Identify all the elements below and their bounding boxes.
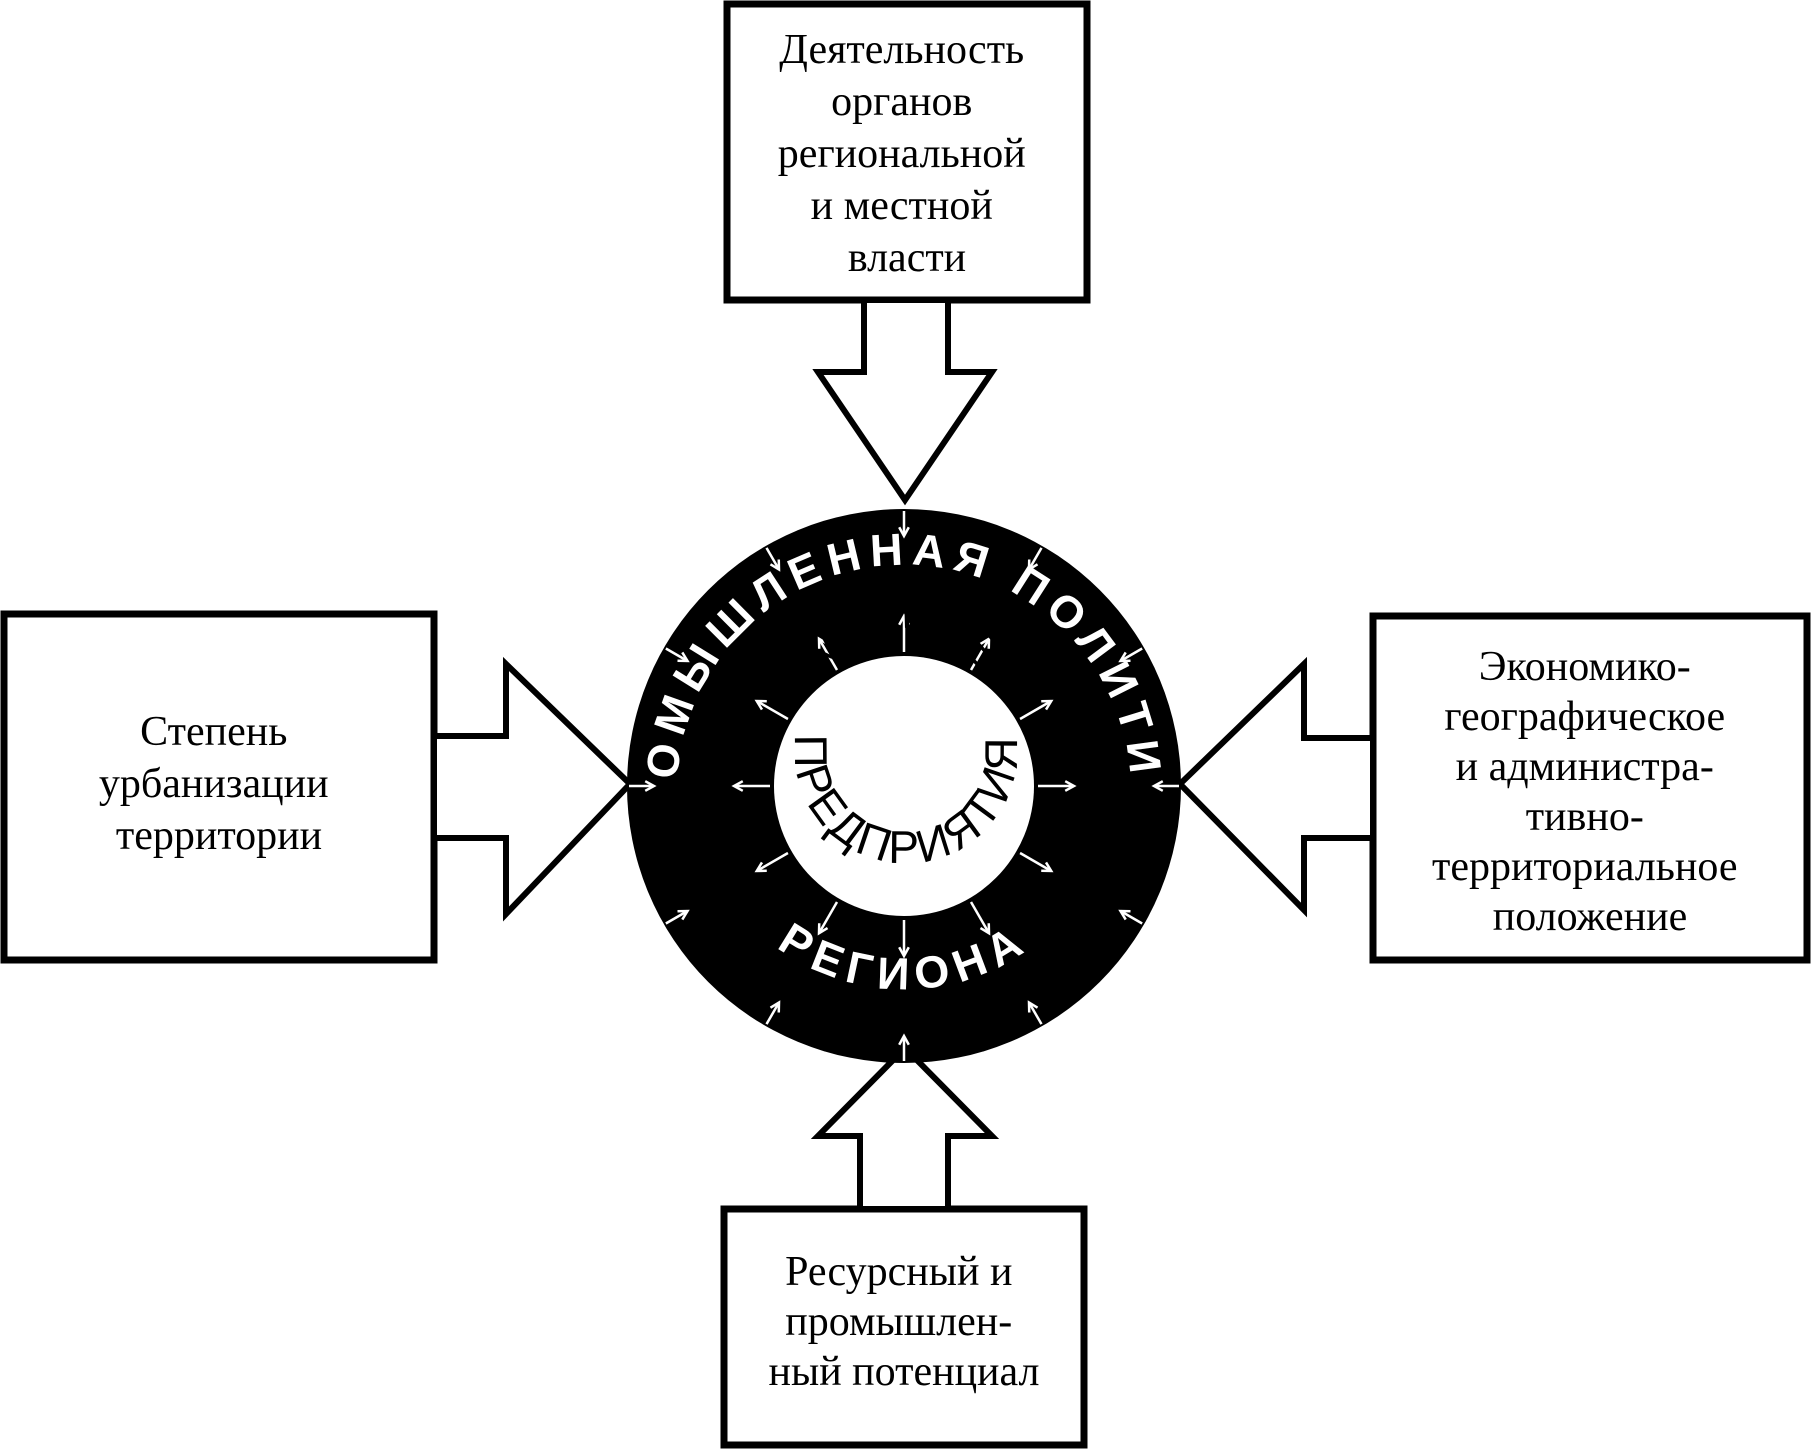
bottom-arrow — [810, 1043, 1000, 1212]
inward-arrow-icon — [1118, 909, 1143, 925]
left-arrow — [431, 656, 635, 922]
spoke-arrows — [629, 511, 1179, 1061]
left-factor-block: Степень урбанизации территории — [0, 610, 635, 964]
inward-arrow-icon — [665, 909, 690, 925]
outward-arrow-icon — [817, 901, 839, 936]
outward-arrow-icon — [754, 851, 789, 873]
top-factor-text: Деятельность органов региональной и мест… — [778, 27, 1036, 281]
bottom-factor-block: Ресурсный и промышлен- ный потенциал — [720, 1043, 1088, 1449]
inward-arrow-icon — [898, 511, 910, 539]
outward-arrow-icon — [1019, 699, 1054, 721]
outward-arrow-icon — [817, 636, 839, 671]
outward-arrow-icon — [898, 613, 910, 652]
top-arrow — [812, 297, 998, 506]
outward-arrow-icon — [969, 901, 991, 936]
right-arrow — [1175, 656, 1376, 918]
right-factor-box — [1369, 612, 1811, 964]
inward-arrow-icon — [1027, 1000, 1043, 1025]
bottom-factor-box — [720, 1205, 1088, 1449]
inward-arrow-icon — [1118, 647, 1143, 663]
inward-arrow-icon — [665, 647, 690, 663]
outward-arrow-icon — [969, 636, 991, 671]
right-factor-block: Экономико- географическое и администра- … — [1175, 612, 1811, 964]
inward-arrow-icon — [765, 547, 781, 572]
outward-arrow-icon — [1019, 851, 1054, 873]
inward-arrow-icon — [629, 780, 657, 792]
outward-arrow-icon — [754, 699, 789, 721]
inward-arrow-icon — [1027, 547, 1043, 572]
small-business-core — [774, 656, 1034, 916]
inward-arrow-icon — [765, 1000, 781, 1025]
bottom-factor-text: Ресурсный и промышлен- ный потенциал — [769, 1249, 1040, 1395]
inward-arrow-icon — [898, 1033, 910, 1061]
top-factor-block: Деятельность органов региональной и мест… — [723, 0, 1091, 506]
top-factor-box — [723, 0, 1091, 304]
right-factor-text: Экономико- географическое и администра- … — [1432, 644, 1748, 940]
outward-arrow-icon — [898, 920, 910, 959]
left-factor-text: Степень урбанизации территории — [99, 709, 339, 859]
outward-arrow-icon — [1038, 780, 1077, 792]
inward-arrow-icon — [1151, 780, 1179, 792]
outward-arrow-icon — [731, 780, 770, 792]
